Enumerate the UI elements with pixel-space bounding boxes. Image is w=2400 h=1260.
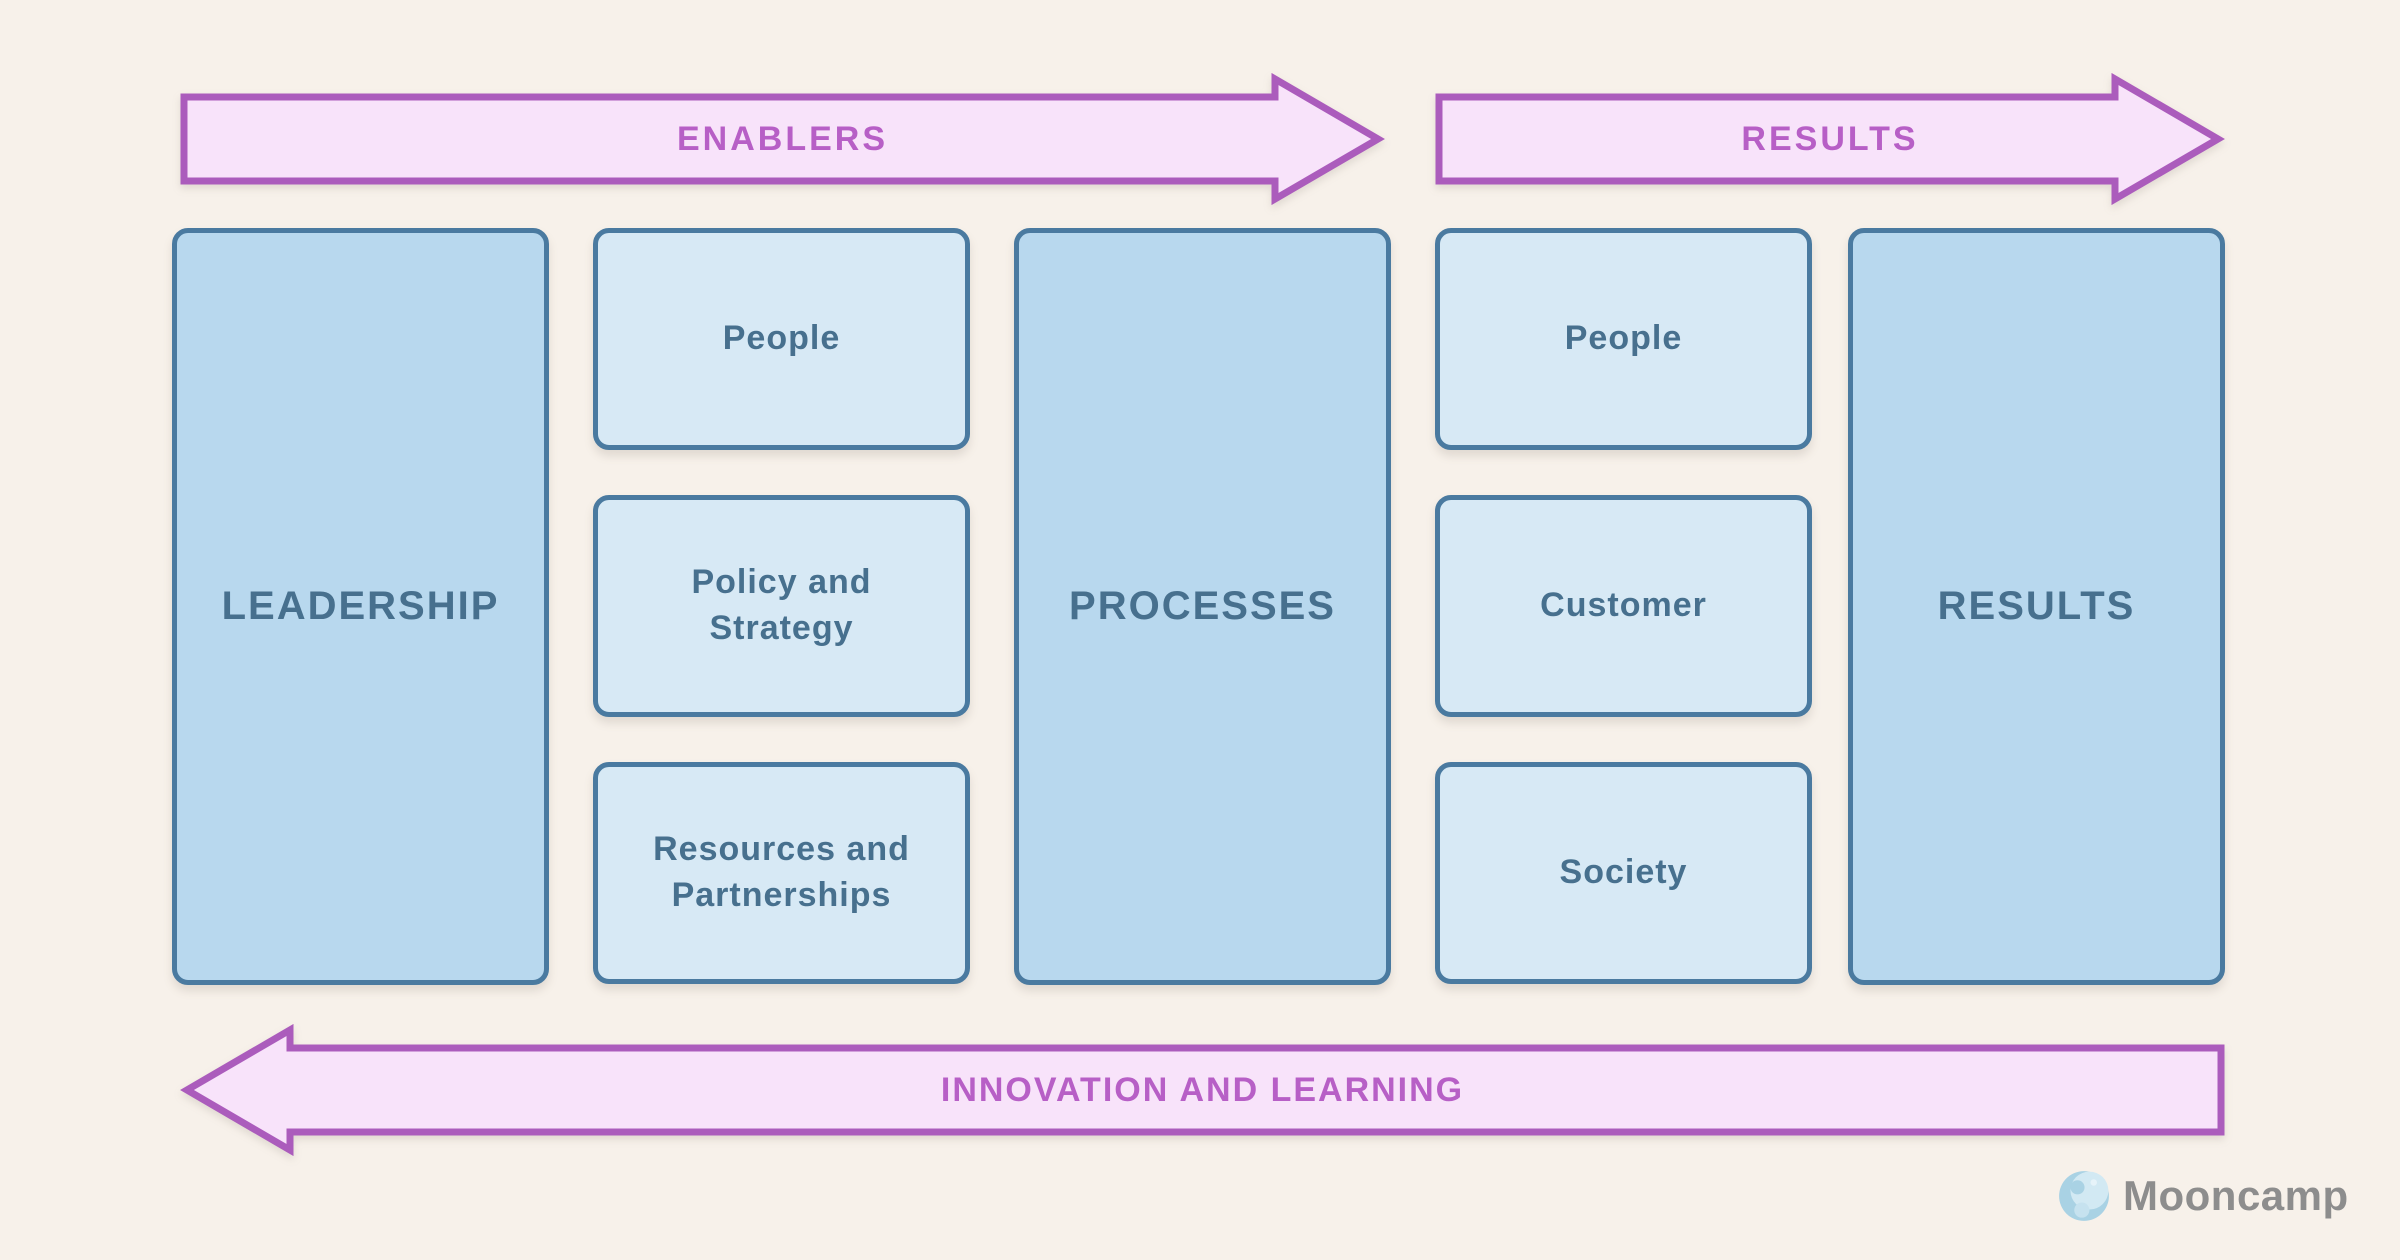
- processes-box: PROCESSES: [1014, 228, 1391, 985]
- customer-box: Customer: [1435, 495, 1812, 717]
- results-arrow: RESULTS: [1435, 73, 2225, 205]
- customer-box-label: Customer: [1540, 586, 1707, 625]
- people-enabler-box: People: [593, 228, 970, 450]
- resources-and-partnerships-box: Resources and Partnerships: [593, 762, 970, 984]
- right-arrow-shape: [1435, 73, 2225, 205]
- society-box: Society: [1435, 762, 1812, 984]
- mooncamp-logo: Mooncamp: [2058, 1170, 2349, 1222]
- mooncamp-wordmark: Mooncamp: [2123, 1172, 2349, 1219]
- people-enabler-box-label: People: [722, 319, 841, 358]
- enablers-arrow: ENABLERS: [180, 73, 1385, 205]
- results-box-label: RESULTS: [1937, 584, 2136, 628]
- leadership-box: LEADERSHIP: [172, 228, 549, 985]
- policy-and-strategy-box: Policy and Strategy: [593, 495, 970, 717]
- people-results-box-label: People: [1564, 319, 1683, 358]
- society-box-label: Society: [1559, 853, 1688, 892]
- leadership-box-label: LEADERSHIP: [221, 584, 500, 628]
- left-arrow-shape: [180, 1024, 2225, 1156]
- resources-and-partnerships-box-label: Resources and Partnerships: [653, 830, 910, 914]
- innovation-and-learning-arrow: INNOVATION AND LEARNING: [180, 1024, 2225, 1156]
- policy-and-strategy-box-label: Policy and Strategy: [691, 563, 872, 647]
- people-results-box: People: [1435, 228, 1812, 450]
- right-arrow-shape: [180, 73, 1385, 205]
- processes-box-label: PROCESSES: [1069, 584, 1336, 628]
- moon-icon: [2059, 1171, 2109, 1221]
- results-box: RESULTS: [1848, 228, 2225, 985]
